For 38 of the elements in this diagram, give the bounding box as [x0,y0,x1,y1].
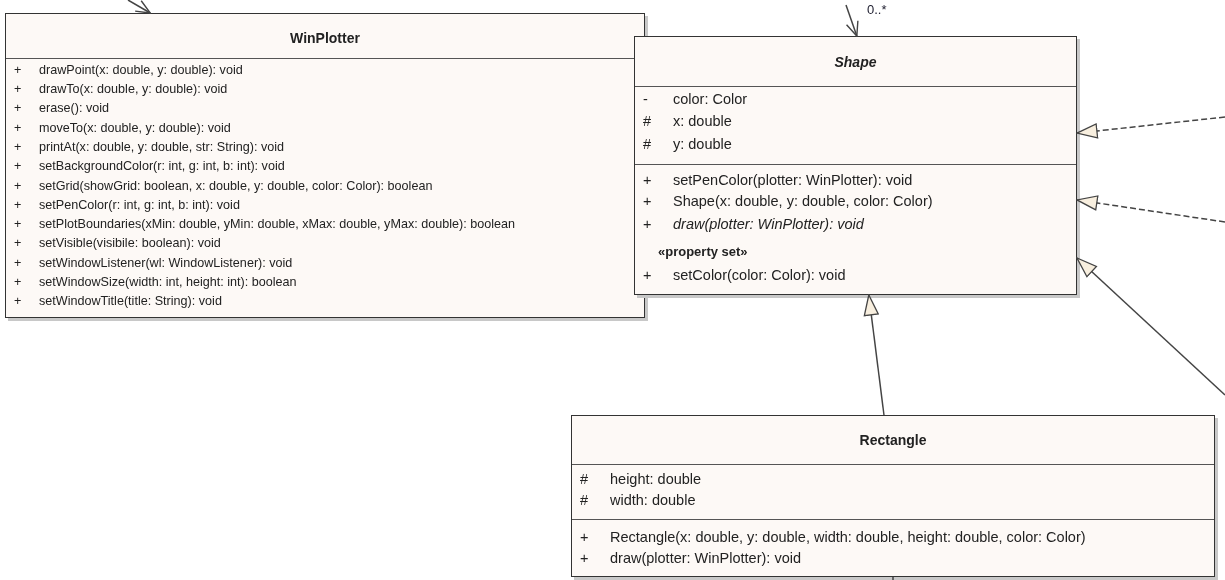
class-name: Shape [833,53,878,71]
class-member: + setGrid(showGrid: boolean, x: double, y: double, color: Color): boolean [14,177,433,195]
class-member: + printAt(x: double, y: double, str: String): void [14,138,284,156]
connector-arrow [127,0,152,14]
connector-arrow [1076,195,1225,223]
stereotype-label: «property set» [658,242,748,261]
class-member: + setWindowListener(wl: WindowListener): void [14,254,293,272]
class-member: # width: double [580,490,696,510]
class-member: + draw(plotter: WinPlotter): void [643,214,864,234]
class-member: - color: Color [643,89,748,109]
class-member: # x: double [643,111,732,131]
class-box [571,415,1215,577]
class-member: # height: double [580,469,702,489]
class-member: + drawPoint(x: double, y: double): void [14,61,243,79]
class-member: + erase(): void [14,100,109,117]
class-member: + setWindowTitle(title: String): void [14,293,222,310]
connector-arrow [845,4,859,37]
class-name: Rectangle [858,431,928,449]
class-box [5,13,645,318]
class-member: + draw(plotter: WinPlotter): void [580,548,801,568]
connector-arrow [863,294,885,416]
multiplicity-label: 0..* [866,2,888,17]
class-box [634,36,1077,295]
class-member: + setWindowSize(width: int, height: int): boolean [14,274,297,291]
class-member: + setPenColor(plotter: WinPlotter): void [643,170,913,190]
class-member: + setColor(color: Color): void [643,265,846,285]
class-member: + Shape(x: double, y: double, color: Color) [643,191,933,211]
class-member: # y: double [643,134,732,154]
class-name: WinPlotter [289,29,361,47]
class-member: + drawTo(x: double, y: double): void [14,81,228,98]
class-member: + moveTo(x: double, y: double): void [14,119,231,137]
class-member: + setPlotBoundaries(xMin: double, yMin: double, xMax: double, yMax: double): boolean [14,216,516,233]
class-member: + setVisible(visibile: boolean): void [14,235,221,252]
class-member: + setPenColor(r: int, g: int, b: int): void [14,196,240,214]
connector-arrow [1076,257,1225,396]
connector-arrow [1076,116,1225,139]
class-member: + setBackgroundColor(r: int, g: int, b: int): void [14,158,285,175]
class-member: + Rectangle(x: double, y: double, width: double, height: double, color: Color) [580,527,1086,547]
